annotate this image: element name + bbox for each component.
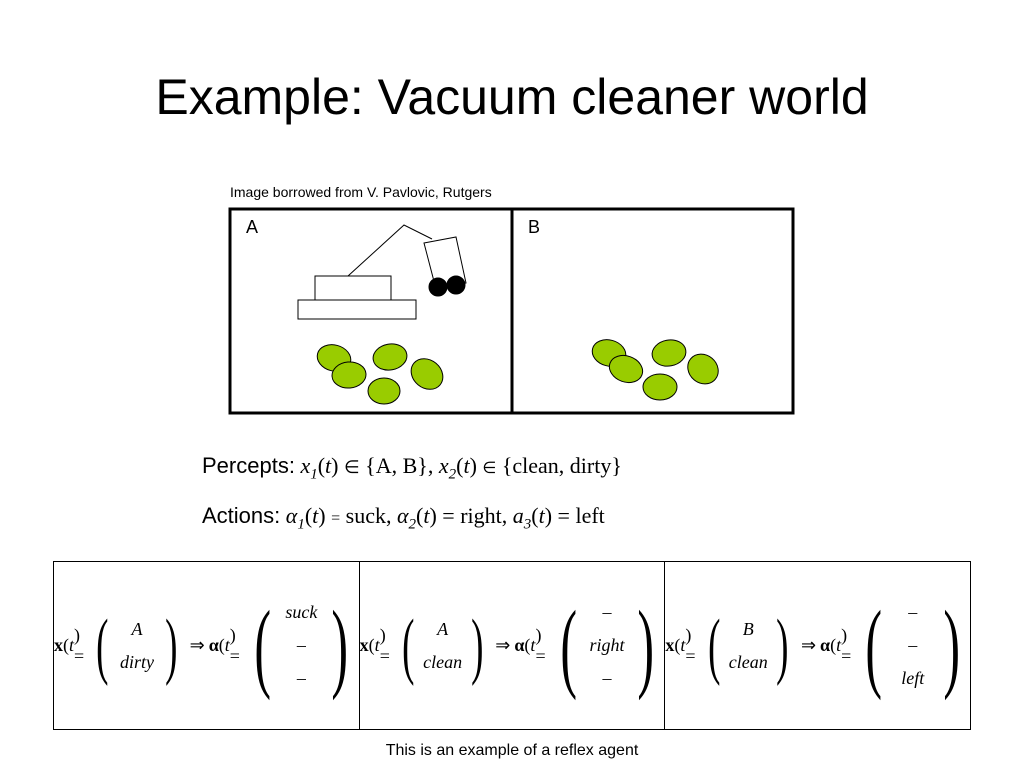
dirt-room-b [591,339,719,401]
output-vector: ( suck–– ) [254,589,349,701]
room-a-label: A [246,217,258,237]
action-alpha2-symbol: α [396,503,409,528]
percept-x1-subscript: 1 [310,466,318,483]
time-symbol: t [312,503,319,528]
dirt-blob [608,354,644,384]
action-vector-symbol: α [208,635,219,655]
time-symbol: t [538,503,545,528]
implies-symbol: ⇒ [495,635,511,655]
output-vector: ( ––left ) [865,589,960,701]
element-of-symbol: ∈ [482,460,497,477]
dirt-blob [331,361,367,389]
actions-label: Actions: [202,503,281,528]
slide-caption: This is an example of a reflex agent [385,742,639,759]
room-b-label: B [528,217,540,237]
state-vector-symbol: x [54,635,63,655]
implies-symbol: ⇒ [800,635,817,655]
slide-title: Example: Vacuum cleaner world [155,69,869,125]
dirt-room-a [316,343,444,405]
dirt-blob [687,353,719,385]
actions-line: Actions: α1(t) = suck, α2(t) = right, a3… [202,503,605,533]
action-alpha2-subscript: 2 [408,516,417,533]
output-vector: ( –right– ) [560,589,655,701]
state-vector-symbol: x [359,635,369,655]
dirt-blob [642,373,678,401]
time-symbol: t [325,453,332,478]
action-alpha1-subscript: 1 [297,516,305,533]
percepts-line: Percepts: x1(t) ∈ {A, B}, x2(t) ∈ {clean… [202,453,622,483]
percept-x2-subscript: 2 [448,466,457,483]
time-symbol: t [423,503,430,528]
percept-x1-symbol: x [300,453,311,478]
action-left: left [575,503,605,528]
vacuum-robot-icon [297,224,467,320]
action-alpha1-symbol: α [285,503,298,528]
image-credit: Image borrowed from V. Pavlovic, Rutgers [230,184,492,200]
vacuum-world-diagram: A B [228,207,795,415]
implies-symbol: ⇒ [189,635,205,655]
action-a3-symbol: a [512,503,524,528]
action-right: right, [460,503,508,528]
dirt-blob [410,358,444,390]
percept-x2-symbol: x [438,453,449,478]
action-a3-subscript: 3 [523,516,532,533]
dirt-blob [651,339,687,367]
percept-location-set: {A, B}, [365,453,434,478]
action-vector-symbol: α [514,635,525,655]
action-suck: suck, [345,503,392,528]
dirt-blob [372,343,408,371]
state-vector-symbol: x [665,635,675,655]
percepts-label: Percepts: [202,453,295,478]
percept-status-set: {clean, dirty} [501,453,622,478]
time-symbol: t [463,453,470,478]
dirt-blob [367,377,401,405]
action-vector-symbol: α [820,635,831,655]
element-of-symbol: ∈ [343,457,360,477]
